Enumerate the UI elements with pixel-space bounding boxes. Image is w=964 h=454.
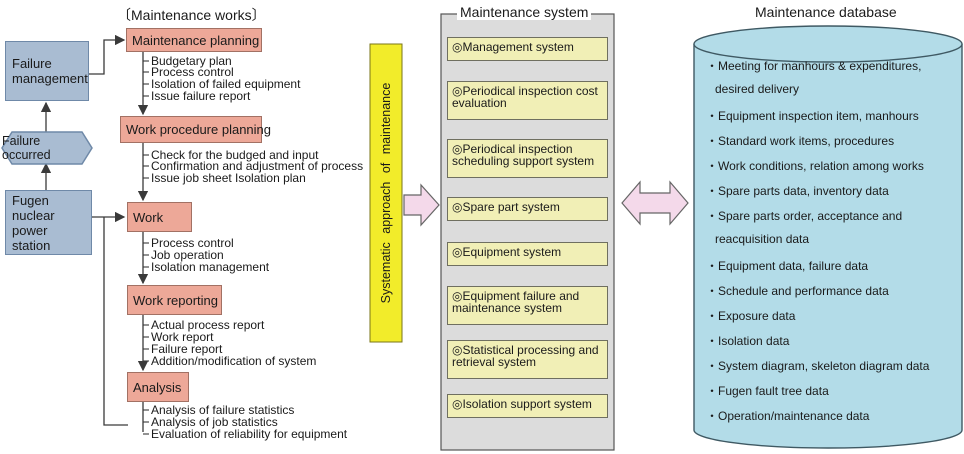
- maintenance-system-panel: [440, 13, 615, 451]
- systematic-approach-label: Systematic approach of maintenance: [379, 82, 393, 304]
- database-item: ・Operation/maintenance data: [706, 409, 870, 423]
- power-station-box: Fugen nuclear power station: [5, 190, 92, 255]
- database-item: ・Equipment inspection item, manhours: [706, 109, 919, 123]
- power-station-label: Fugen nuclear power station: [12, 192, 55, 253]
- step-maintenance-planning: Maintenance planning: [126, 28, 262, 52]
- system-item: ◎Equipment failure and maintenance syste…: [447, 286, 608, 325]
- step-detail: Process control: [151, 236, 234, 250]
- system-item: ◎Isolation support system: [447, 394, 608, 418]
- system-item: ◎Periodical inspection scheduling suppor…: [447, 139, 608, 178]
- database-item: ・Spare parts data, inventory data: [706, 184, 889, 198]
- database-item: ・Standard work items, procedures: [706, 134, 895, 148]
- step-detail: Failure report: [151, 342, 223, 356]
- step-detail: Confirmation and adjustment of process: [151, 159, 364, 173]
- maintenance-works-title: 〔Maintenance works〕: [117, 7, 266, 23]
- failure-occurred-label: Failure occurred: [2, 134, 51, 162]
- database-item: ・Meeting for manhours & expenditures,: [706, 59, 922, 73]
- database-item: ・System diagram, skeleton diagram data: [706, 359, 930, 373]
- step-detail: Process control: [151, 65, 234, 79]
- step-detail: Analysis of failure statistics: [151, 403, 295, 417]
- system-item: ◎Equipment system: [447, 242, 608, 266]
- maintenance-database-title: Maintenance database: [755, 4, 897, 20]
- step-detail: Job operation: [151, 248, 224, 262]
- step-detail: Actual process report: [151, 318, 265, 332]
- database-item: ・Spare parts order, acceptance and: [706, 209, 903, 223]
- double-arrow-shape: [621, 180, 689, 226]
- step-work-procedure-planning: Work procedure planning: [120, 116, 271, 143]
- step-label: Work procedure planning: [126, 122, 272, 137]
- database-cylinder: [693, 44, 963, 449]
- step-detail: Analysis of job statistics: [151, 415, 278, 429]
- maintenance-system-title: Maintenance system: [457, 4, 592, 20]
- systematic-approach-bar: [369, 43, 403, 343]
- system-item: ◎Management system: [447, 37, 608, 61]
- step-detail: Check for the budged and input: [151, 148, 319, 162]
- failure-management-box: Failure management: [5, 41, 89, 101]
- step-detail: Issue job sheet Isolation plan: [151, 171, 306, 185]
- step-detail: Isolation of failed equipment: [151, 77, 301, 91]
- step-label: Work: [133, 209, 164, 225]
- database-item: ・Work conditions, relation among works: [706, 159, 924, 173]
- step-detail: Budgetary plan: [151, 54, 232, 68]
- database-item: ・Fugen fault tree data: [706, 384, 829, 398]
- database-item: ・Equipment data, failure data: [706, 259, 869, 273]
- step-work-reporting: Work reporting: [127, 285, 222, 315]
- database-item: ・Isolation data: [706, 334, 790, 348]
- system-item: ◎Spare part system: [447, 197, 608, 221]
- database-item: reacquisition data: [715, 232, 810, 246]
- step-detail: Issue failure report: [151, 89, 251, 103]
- step-detail: Evaluation of reliability for equipment: [151, 427, 348, 441]
- step-work: Work: [127, 202, 192, 232]
- step-detail: Addition/modification of system: [151, 354, 317, 368]
- failure-management-label: Failure management: [12, 56, 88, 86]
- step-analysis: Analysis: [127, 372, 189, 402]
- database-item: desired delivery: [715, 82, 800, 96]
- system-item: ◎Periodical inspection cost evaluation: [447, 81, 608, 120]
- step-detail: Work report: [151, 330, 214, 344]
- step-label: Analysis: [133, 379, 182, 395]
- right-arrow-shape: [403, 183, 440, 227]
- system-item: ◎Statistical processing and retrieval sy…: [447, 340, 608, 379]
- step-label: Work reporting: [133, 292, 219, 308]
- failure-occurred-hexagon: [1, 131, 93, 165]
- database-item: ・Schedule and performance data: [706, 284, 889, 298]
- step-label: Maintenance planning: [132, 32, 260, 48]
- step-detail: Isolation management: [151, 260, 270, 274]
- database-item: ・Exposure data: [706, 309, 796, 323]
